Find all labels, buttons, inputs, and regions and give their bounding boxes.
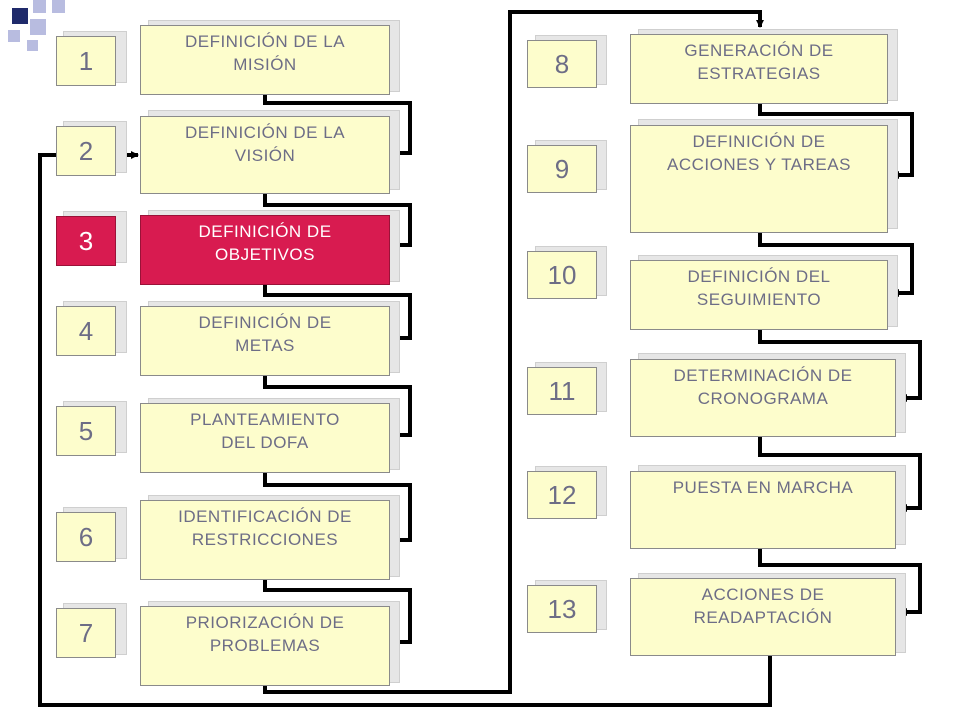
connector-7-8 (263, 10, 764, 694)
step-number-9: 9 (527, 145, 597, 193)
step-number-13: 13 (527, 585, 597, 633)
step-number-6: 6 (56, 512, 116, 562)
step-box-puesta-en-marcha: PUESTA EN MARCHA (630, 471, 896, 549)
connector-1-2 (263, 95, 412, 157)
step-box-estrategias: GENERACIÓN DE ESTRATEGIAS (630, 34, 888, 104)
step-label: PLANTEAMIENTO DEL DOFA (190, 410, 340, 452)
step-label: PRIORIZACIÓN DE PROBLEMAS (185, 613, 345, 655)
step-box-acciones-tareas: DEFINICIÓN DE ACCIONES Y TAREAS (630, 125, 888, 233)
connector-4-5 (263, 376, 412, 439)
step-number-11: 11 (527, 367, 597, 415)
connector-3-4 (263, 285, 412, 342)
connector-10-11 (758, 330, 922, 402)
connector-9-10 (758, 233, 914, 297)
step-label: DETERMINACIÓN DE CRONOGRAMA (673, 366, 853, 408)
step-number-5: 5 (56, 406, 116, 456)
step-box-objetivos: DEFINICIÓN DE OBJETIVOS (140, 215, 390, 285)
connector-12-13 (758, 549, 922, 616)
step-label: DEFINICIÓN DE OBJETIVOS (198, 222, 332, 264)
step-box-dofa: PLANTEAMIENTO DEL DOFA (140, 403, 390, 473)
step-box-mision: DEFINICIÓN DE LA MISIÓN (140, 25, 390, 95)
step-box-problemas: PRIORIZACIÓN DE PROBLEMAS (140, 606, 390, 686)
step-label: IDENTIFICACIÓN DE RESTRICCIONES (178, 507, 352, 549)
step-label: DEFINICIÓN DEL SEGUIMIENTO (687, 267, 831, 309)
step-label: DEFINICIÓN DE LA MISIÓN (184, 32, 346, 74)
connector-2-3 (263, 194, 412, 249)
step-box-vision: DEFINICIÓN DE LA VISIÓN (140, 116, 390, 194)
corner-decoration (0, 0, 80, 60)
step-label: PUESTA EN MARCHA (672, 478, 854, 497)
connector-6-7 (263, 580, 412, 646)
connector-11-12 (758, 437, 922, 512)
step-label: GENERACIÓN DE ESTRATEGIAS (684, 41, 834, 83)
step-number-2: 2 (56, 126, 116, 176)
step-box-readaptacion: ACCIONES DE READAPTACIÓN (630, 578, 896, 656)
step-number-1: 1 (56, 36, 116, 86)
step-label: DEFINICIÓN DE METAS (198, 313, 332, 355)
step-number-12: 12 (527, 471, 597, 519)
step-box-restricciones: IDENTIFICACIÓN DE RESTRICCIONES (140, 500, 390, 580)
step-label: DEFINICIÓN DE LA VISIÓN (184, 123, 346, 165)
step-label: ACCIONES DE READAPTACIÓN (693, 585, 833, 627)
step-box-metas: DEFINICIÓN DE METAS (140, 306, 390, 376)
step-label: DEFINICIÓN DE ACCIONES Y TAREAS (667, 132, 851, 174)
step-box-seguimiento: DEFINICIÓN DEL SEGUIMIENTO (630, 260, 888, 330)
connector-8-9 (758, 104, 914, 179)
step-number-8: 8 (527, 40, 597, 88)
connector-5-6 (263, 473, 412, 544)
step-number-7: 7 (56, 608, 116, 658)
step-number-10: 10 (527, 251, 597, 299)
step-box-cronograma: DETERMINACIÓN DE CRONOGRAMA (630, 359, 896, 437)
step-number-3: 3 (56, 216, 116, 266)
step-number-4: 4 (56, 306, 116, 356)
